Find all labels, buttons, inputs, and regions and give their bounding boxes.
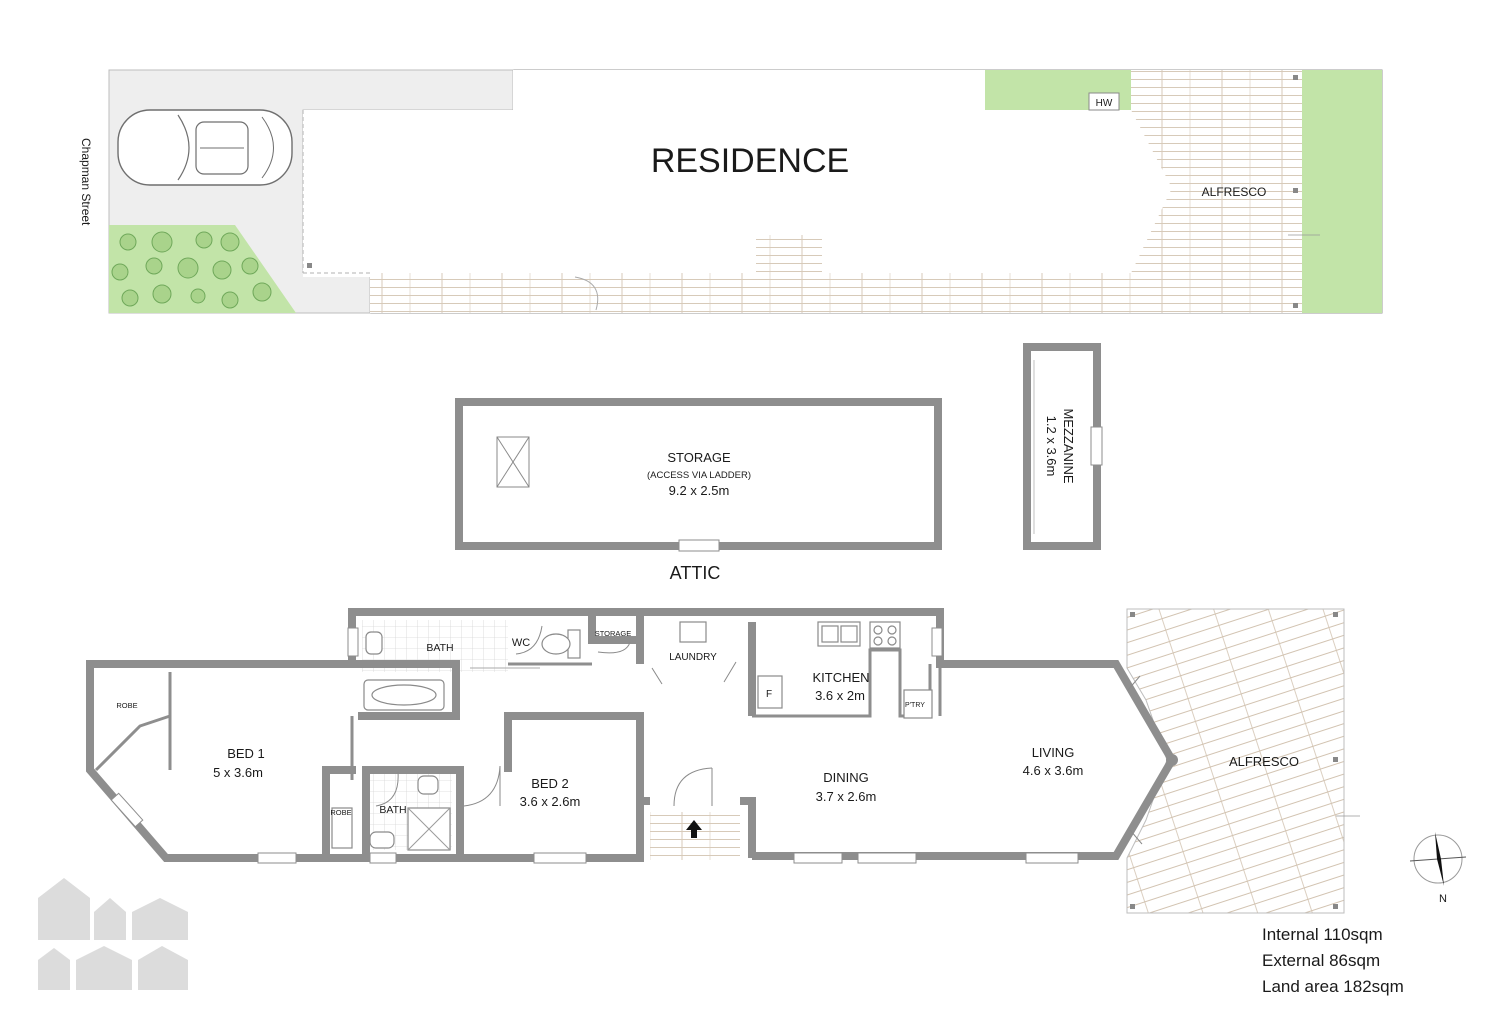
living-name: LIVING (1032, 745, 1075, 760)
residence-label: RESIDENCE (651, 142, 849, 180)
basin-icon (365, 631, 383, 655)
land-area: Land area 182sqm (1262, 977, 1404, 996)
area-stats: Internal 110sqm External 86sqm Land area… (1262, 922, 1482, 1000)
pantry-label: P'TRY (905, 702, 925, 709)
fridge-label: F (766, 689, 772, 700)
bed2-name: BED 2 (531, 776, 569, 791)
laundry-tub-icon (679, 621, 707, 643)
storage-window (678, 539, 720, 552)
mezzanine-size: 1.2 x 3.6m (1044, 416, 1059, 477)
agency-logo (38, 878, 188, 990)
ladder-hatch-icon (496, 436, 530, 488)
toilet2-icon (417, 775, 439, 795)
attic-plan: STORAGE (ACCESS VIA LADDER) 9.2 x 2.5m M… (455, 343, 1103, 583)
internal-area: Internal 110sqm (1262, 925, 1383, 944)
attic-storage-size: 9.2 x 2.5m (669, 483, 730, 498)
robe2-label: ROBE (330, 808, 351, 817)
hot-water-unit (1088, 92, 1120, 111)
bath2-label: BATH (379, 804, 406, 816)
alfresco-deck (1126, 608, 1345, 914)
compass-icon: N (1409, 832, 1467, 905)
robe1-label: ROBE (116, 701, 137, 710)
attic-title: ATTIC (670, 563, 721, 583)
bed1-size: 5 x 3.6m (213, 765, 263, 780)
bed2-size: 3.6 x 2.6m (520, 794, 581, 809)
ground-floor-plan: ROBE BED 1 5 x 3.6m BATH WC STORAGE LAUN… (86, 608, 1360, 914)
fridge-icon (757, 675, 783, 709)
compass-north-label: N (1439, 893, 1447, 905)
robe2-cabinet (331, 807, 353, 849)
rear-decking (1131, 70, 1302, 313)
bed1-name: BED 1 (227, 746, 265, 761)
site-alfresco-label: ALFRESCO (1202, 185, 1267, 199)
pantry-icon (903, 689, 933, 719)
kitchen-size: 3.6 x 2m (815, 688, 865, 703)
alfresco-label: ALFRESCO (1229, 754, 1299, 769)
outer-walls (86, 608, 1177, 862)
basin2-icon (369, 831, 395, 849)
storage-label: STORAGE (595, 629, 632, 638)
attic-storage-note: (ACCESS VIA LADDER) (647, 470, 751, 481)
bath1-label: BATH (426, 642, 453, 654)
dining-name: DINING (823, 770, 869, 785)
cooktop-icon (869, 621, 901, 649)
residence-footprint (303, 70, 1172, 277)
windows (110, 627, 1079, 864)
hw-label: HW (1096, 98, 1113, 109)
attic-storage-name: STORAGE (667, 450, 731, 465)
kitchen-name: KITCHEN (812, 670, 869, 685)
dining-size: 3.7 x 2.6m (816, 789, 877, 804)
garden-plants-icon (111, 231, 272, 309)
wc-label: WC (512, 637, 530, 649)
site-plan: HW RESIDENCE ALFRESCO Chapman Street (79, 69, 1383, 314)
external-area: External 86sqm (1262, 951, 1381, 970)
rear-lawn (1302, 70, 1382, 313)
entry-arrow-icon (686, 820, 702, 838)
car-icon (117, 109, 293, 186)
laundry-label: LAUNDRY (669, 652, 717, 663)
living-size: 4.6 x 3.6m (1023, 763, 1084, 778)
street-label: Chapman Street (79, 138, 93, 226)
mezzanine-window (1090, 426, 1103, 466)
mezzanine-name: MEZZANINE (1061, 408, 1076, 483)
doors (375, 625, 1143, 845)
fixtures (331, 621, 933, 851)
